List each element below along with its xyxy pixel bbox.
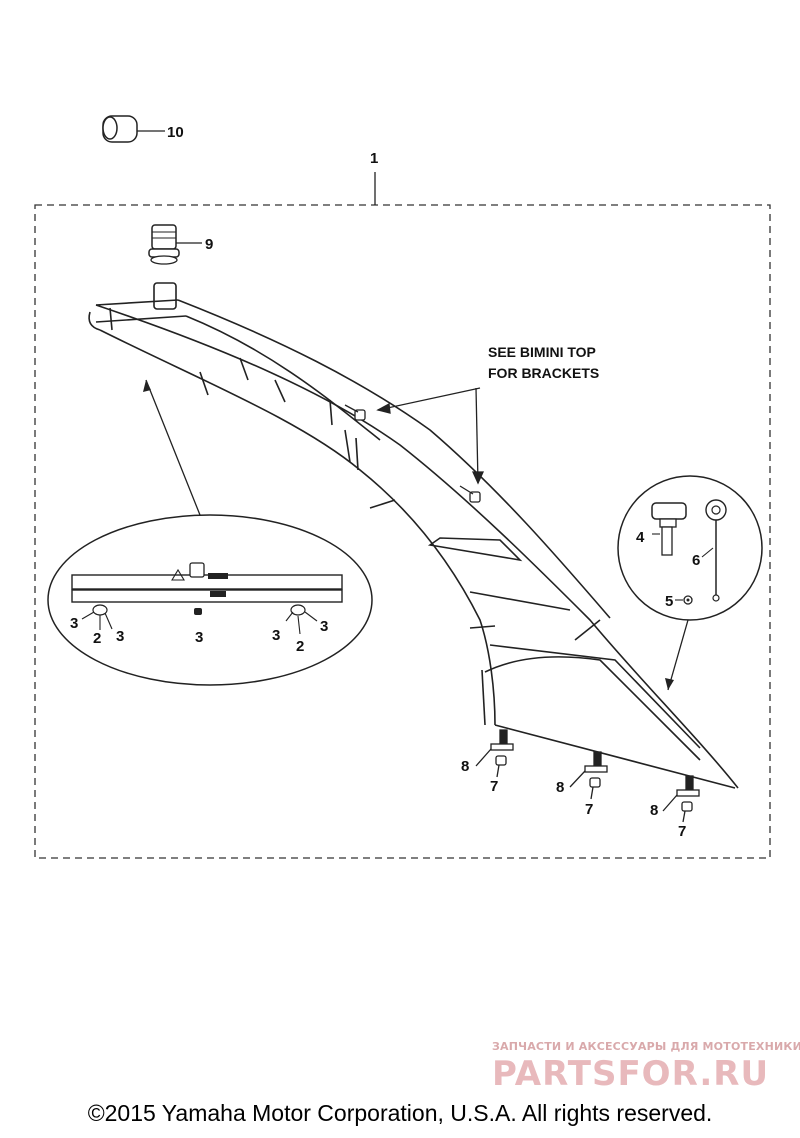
callout-2-left: 2 <box>93 630 101 647</box>
callout-8-right: 8 <box>650 802 658 819</box>
watermark-logo: PARTSFOR.RU <box>492 1054 770 1094</box>
callout-3-center: 3 <box>195 629 203 646</box>
bimini-note-leaders <box>376 387 485 485</box>
callout-10: 10 <box>167 124 184 141</box>
detail-view-front <box>47 379 373 686</box>
callout-5: 5 <box>665 593 673 610</box>
copyright-footer: ©2015 Yamaha Motor Corporation, U.S.A. A… <box>87 1100 713 1126</box>
callout-4: 4 <box>636 529 645 546</box>
bimini-note-line2: FOR BRACKETS <box>488 365 599 381</box>
callout-7-mid: 7 <box>585 801 593 818</box>
part-10-cap <box>102 115 165 143</box>
detail-view-hardware <box>617 475 763 691</box>
callout-8-mid: 8 <box>556 779 564 796</box>
bracket-mounts <box>344 404 481 503</box>
watermark-tagline: ЗАПЧАСТИ И АКСЕССУАРЫ ДЛЯ МОТОТЕХНИКИ <box>492 1040 800 1053</box>
bottom-fasteners <box>475 729 700 823</box>
callout-7-right: 7 <box>678 823 686 840</box>
assembly-boundary <box>34 204 771 859</box>
callout-3-right-outer: 3 <box>320 618 328 635</box>
callout-7-left: 7 <box>490 778 498 795</box>
part-9-fitting <box>148 224 202 265</box>
callout-8-left: 8 <box>461 758 469 775</box>
callout-3-left-inner: 3 <box>116 628 124 645</box>
bimini-note-line1: SEE BIMINI TOP <box>488 344 596 360</box>
callout-3-right-inner: 3 <box>272 627 280 644</box>
callout-2-right: 2 <box>296 638 304 655</box>
callout-1: 1 <box>370 150 378 167</box>
callout-3-left-outer: 3 <box>70 615 78 632</box>
callout-9: 9 <box>205 236 213 253</box>
callout-6: 6 <box>692 552 700 569</box>
tower-frame <box>88 282 739 789</box>
